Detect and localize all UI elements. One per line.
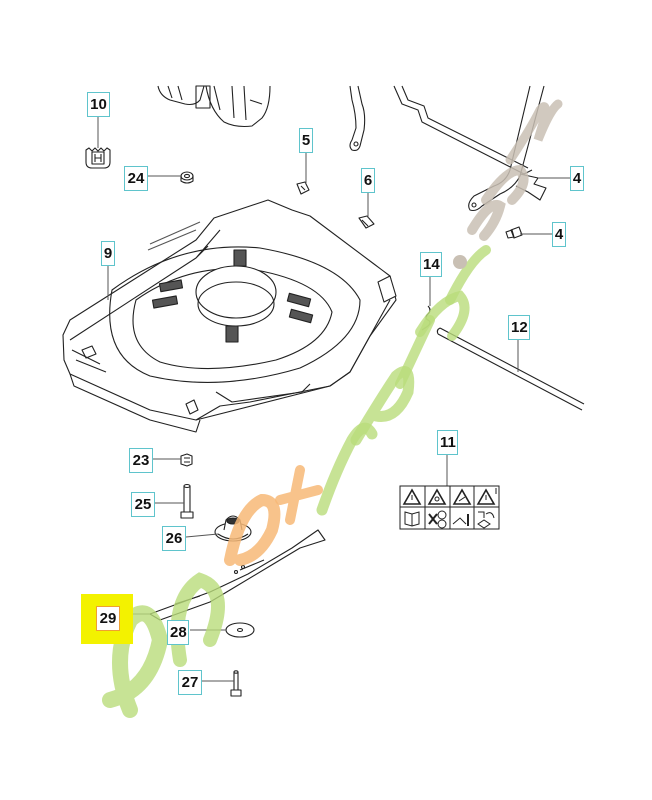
engine-housing-partial <box>157 85 271 128</box>
disconnect-spark-icon <box>477 511 495 529</box>
warning-decal-part <box>399 485 500 530</box>
watermark <box>102 99 563 718</box>
callout-27[interactable]: 27 <box>178 670 202 695</box>
callout-4-bracket[interactable]: 4 <box>570 166 584 191</box>
cutting-deck-part <box>62 199 397 433</box>
callout-29[interactable]: 29 <box>96 606 120 631</box>
callout-9[interactable]: 9 <box>101 241 115 266</box>
washer-28-part <box>225 622 255 638</box>
keep-distance-icon <box>452 514 469 526</box>
warning-blade-icon <box>452 488 472 505</box>
warning-triangle-icon <box>402 488 422 505</box>
callout-14[interactable]: 14 <box>420 252 442 277</box>
callout-24[interactable]: 24 <box>124 166 148 191</box>
warning-info-icon <box>476 488 497 505</box>
blade-29-part <box>149 529 326 621</box>
callout-11[interactable]: 11 <box>437 430 458 455</box>
clip-5-part <box>296 181 310 195</box>
callout-23[interactable]: 23 <box>129 448 153 473</box>
callout-10[interactable]: 10 <box>87 92 110 117</box>
read-manual-icon <box>404 511 420 527</box>
keep-away-icon <box>428 510 447 529</box>
callout-4-screw[interactable]: 4 <box>552 222 566 247</box>
callout-6[interactable]: 6 <box>361 168 375 193</box>
clip-6-part <box>358 215 375 229</box>
callout-5[interactable]: 5 <box>299 128 313 153</box>
badge-logo-part <box>85 147 111 169</box>
rod-12-part <box>436 327 585 411</box>
bolt-27-part <box>230 670 242 697</box>
nut-23-part <box>180 453 193 467</box>
callout-12[interactable]: 12 <box>508 315 530 340</box>
warning-thrown-objects-icon <box>427 488 447 505</box>
callout-26[interactable]: 26 <box>162 526 186 551</box>
callout-25[interactable]: 25 <box>131 492 155 517</box>
screw-4-part <box>505 226 523 239</box>
leader-lines <box>97 117 570 682</box>
callout-28[interactable]: 28 <box>167 620 189 645</box>
nut-24-part <box>180 171 194 184</box>
bolt-25-part <box>180 483 194 519</box>
